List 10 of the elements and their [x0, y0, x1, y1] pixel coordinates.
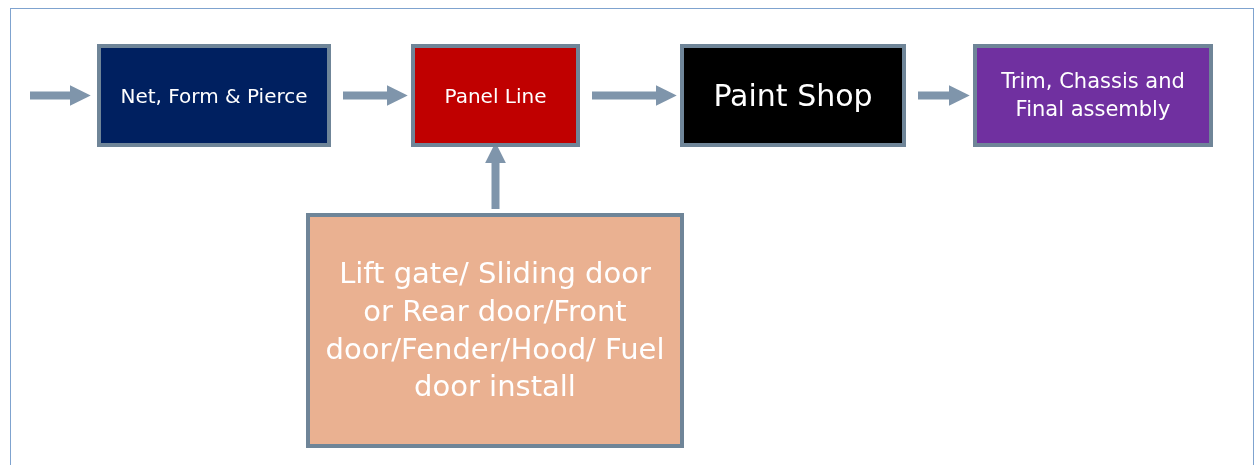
process-box	[411, 44, 580, 147]
process-box	[97, 44, 331, 147]
process-box	[306, 213, 684, 448]
process-label: Panel Line	[444, 82, 547, 109]
process-box	[973, 44, 1213, 147]
process-label: Trim, Chassis and Final assembly	[1000, 68, 1186, 123]
process-box	[680, 44, 906, 147]
process-label: Lift gate/ Sliding door or Rear door/Front door/Fender/Hood/ Fuel door install	[324, 255, 666, 406]
process-label: Net, Form & Pierce	[120, 82, 308, 109]
process-label: Paint Shop	[713, 77, 873, 115]
